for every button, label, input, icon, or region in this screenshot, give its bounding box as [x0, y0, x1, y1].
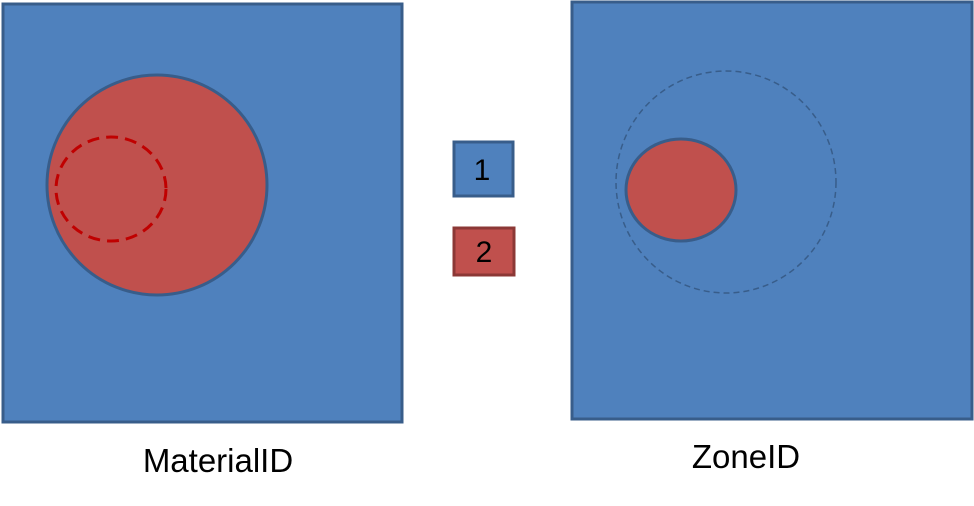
zone-id-caption: ZoneID: [692, 438, 800, 475]
legend-item-1: 1: [452, 140, 515, 198]
legend-label-1: 1: [474, 154, 491, 187]
material-id-caption: MaterialID: [143, 442, 293, 479]
material-id-panel: MaterialID: [1, 2, 404, 479]
zone-id-panel: ZoneID: [570, 0, 974, 475]
legend-label-2: 2: [476, 236, 493, 269]
zone-dashed-circle: [615, 70, 837, 294]
legend-item-2: 2: [452, 226, 516, 277]
legend-swatch-blue: [452, 140, 515, 198]
legend-swatch-red: [452, 226, 516, 277]
zone-red-circle: [624, 137, 738, 243]
legend: 1 2: [452, 140, 516, 277]
material-dashed-circle: [54, 135, 168, 243]
material-large-circle: [45, 73, 269, 297]
